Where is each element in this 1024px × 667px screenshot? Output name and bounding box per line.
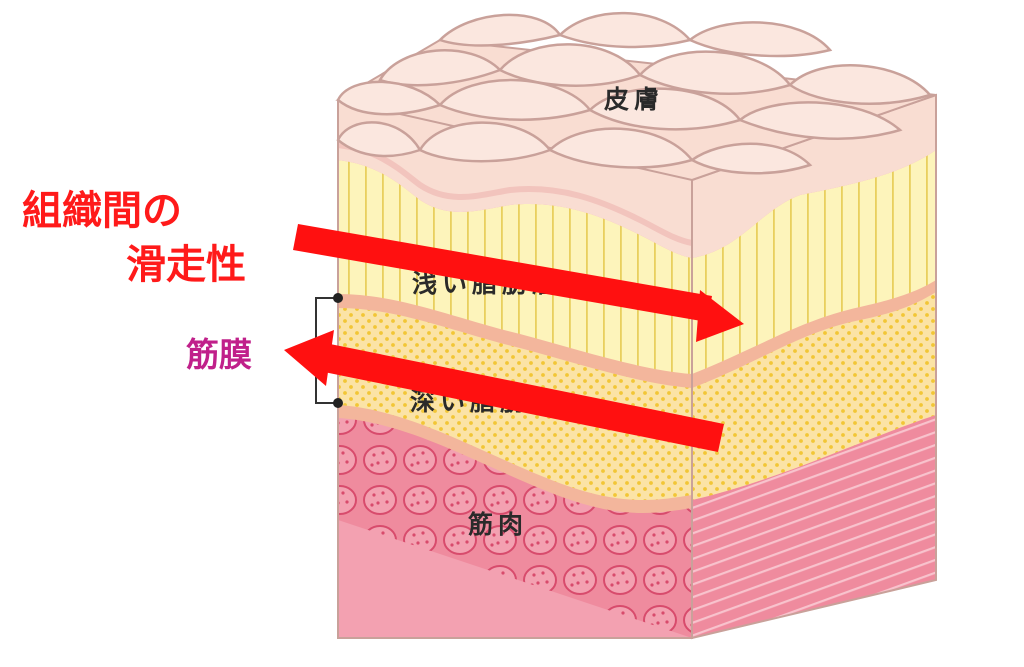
- arrow-left: [284, 330, 724, 452]
- fascia-label: 筋膜: [186, 335, 252, 374]
- block-right-face: [691, 93, 937, 640]
- deep-fat-right: [692, 290, 936, 500]
- skin-label: 皮膚: [604, 85, 664, 114]
- muscle-front: [338, 410, 692, 638]
- fascia-bracket-dot-bottom: [333, 398, 343, 408]
- fascia-right: [692, 278, 936, 388]
- interstitial-label-line2: 滑走性: [126, 242, 246, 288]
- arrow-right: [293, 224, 744, 342]
- fascia-lower-front: [338, 405, 692, 513]
- fascia-front: [338, 292, 692, 388]
- block-top-face: [335, 11, 937, 182]
- muscle-label: 筋肉: [468, 510, 528, 539]
- shallow-fat-right: [692, 150, 936, 374]
- muscle-right: [692, 415, 936, 638]
- interstitial-label-line1: 組織間の: [22, 188, 182, 234]
- fascia-bracket-dot-top: [333, 293, 343, 303]
